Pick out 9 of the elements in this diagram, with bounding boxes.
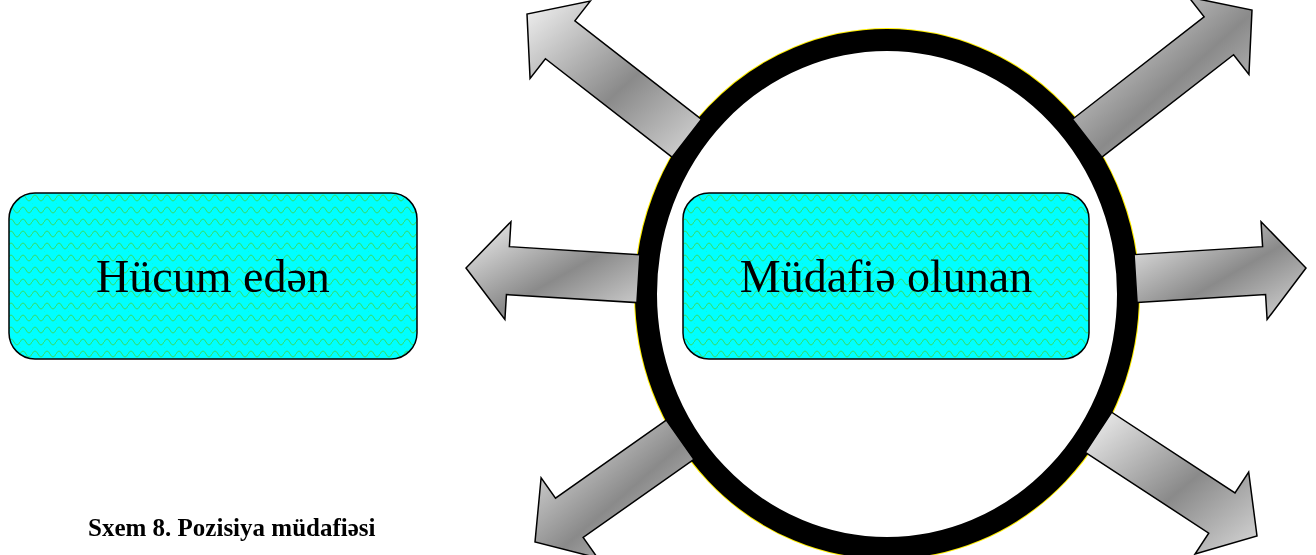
- block-arrow: [1084, 411, 1258, 555]
- caption: Sxem 8. Pozisiya müdafiəsi: [88, 514, 376, 542]
- block-arrow: [1071, 0, 1253, 159]
- block-arrow: [534, 419, 695, 555]
- node-label: Müdafiə olunan: [739, 249, 1033, 303]
- block-arrow: [1133, 219, 1307, 322]
- block-arrow: [465, 219, 641, 322]
- node-label: Hücum edən: [96, 249, 330, 303]
- block-arrow: [526, 0, 703, 159]
